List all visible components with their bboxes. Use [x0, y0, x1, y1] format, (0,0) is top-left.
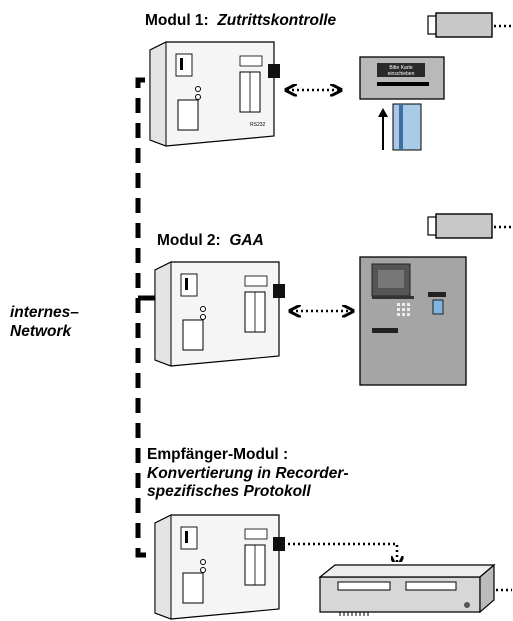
module1-name: Zutrittskontrolle [217, 12, 337, 29]
converter-module-icon: RS232 [149, 41, 280, 147]
module1-prefix: Modul 1: [145, 12, 209, 29]
converter-module-icon [154, 261, 285, 367]
camera-icon [427, 213, 493, 239]
module2-title: Modul 2: GAA [157, 232, 264, 251]
card-reader-text-2: einschieben [388, 71, 415, 77]
module2-prefix: Modul 2: [157, 232, 221, 249]
converter-module-icon [154, 514, 285, 620]
module-panel-text: RS232 [250, 122, 266, 128]
network-label: internes– Network [10, 304, 79, 341]
receiver-title-line2: Konvertierung in Recorder- [147, 464, 349, 482]
network-label-line2: Network [10, 322, 72, 340]
receiver-title-line3: spezifisches Protokoll [147, 483, 311, 501]
network-label-line1: internes– [10, 304, 79, 321]
receiver-title-line1: Empfänger-Modul : [147, 446, 289, 463]
card-reader-text-1: Bitte Karte [389, 65, 413, 71]
module2-name: GAA [229, 232, 264, 249]
module1-title: Modul 1: Zutrittskontrolle [145, 12, 336, 31]
camera-icon [427, 12, 493, 38]
receiver-title: Empfänger-Modul : Konvertierung in Recor… [147, 446, 349, 502]
